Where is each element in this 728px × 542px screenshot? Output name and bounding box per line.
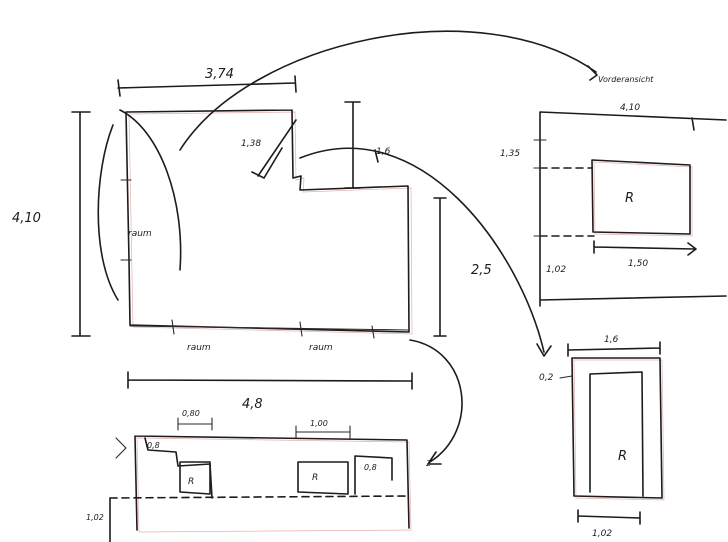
elevation-dim-a: 0,80 [182, 409, 200, 418]
front-window-width: 1,50 [628, 259, 648, 269]
top-width-label: 3,74 [205, 67, 234, 82]
right-step-label: 2,5 [471, 263, 492, 278]
front-height-bottom: 1,02 [546, 265, 566, 275]
front-view-frame [539, 111, 727, 307]
connector-arrows [179, 30, 598, 465]
arrow-to-front-view [179, 30, 598, 151]
arrow-to-elevation [409, 339, 463, 465]
front-view-title: Vorderansicht [598, 75, 654, 84]
left-height-label: 4,10 [12, 211, 41, 226]
front-window [591, 159, 691, 235]
front-view: Vorderansicht 4,10 R 1,35 1,50 1,02 [500, 75, 727, 307]
arrow-to-door-view [299, 147, 552, 357]
elevation-window-b [297, 461, 349, 495]
front-height-top: 1,35 [500, 149, 520, 159]
main-plan: 3,74 4,10 raum 1,38 1,6 2,5 raum raum 4,… [12, 67, 492, 412]
door-frame [571, 357, 663, 499]
elevation-window-a-symbol: R [188, 477, 194, 487]
elevation-dim-b: 1,00 [310, 419, 328, 428]
angle-line [251, 119, 297, 179]
bottom-width-label: 4,8 [242, 397, 263, 412]
door-bottom-width: 1,02 [592, 529, 612, 539]
elevation-frame [134, 435, 410, 531]
door-view: 1,6 0,2 R 1,02 [539, 335, 665, 539]
door-symbol: R [618, 449, 627, 464]
room-label-left: raum [128, 229, 152, 239]
angle-label: 1,38 [241, 139, 261, 149]
elevation-dim-left: 0,8 [147, 441, 160, 450]
elevation-view: 1,02 R R 0,8 0,80 1,00 0,8 2 [86, 409, 431, 542]
left-dim-line [71, 111, 91, 337]
elevation-window-a [179, 461, 211, 495]
room-label-bottom-a: raum [187, 343, 211, 353]
elevation-side-label: 1,02 [86, 513, 104, 522]
door-top-width: 1,6 [604, 335, 619, 345]
elevation-window-b-symbol: R [312, 473, 318, 483]
elevation-dim-c: 0,8 [364, 463, 377, 472]
elevation-small-mark: 2 [426, 459, 431, 468]
top-dim-line [117, 75, 297, 97]
plan-outline [125, 109, 410, 333]
right-top-dim [344, 101, 361, 189]
front-window-symbol: R [625, 191, 634, 206]
door-side-label: 0,2 [539, 373, 554, 383]
elevation-ground-line [109, 495, 409, 499]
front-view-width: 4,10 [620, 103, 640, 113]
room-bulge [97, 109, 182, 301]
right-step-dim [433, 197, 447, 337]
room-label-bottom-b: raum [309, 343, 333, 353]
right-top-label: 1,6 [376, 147, 391, 157]
bottom-dim-line [127, 371, 413, 390]
